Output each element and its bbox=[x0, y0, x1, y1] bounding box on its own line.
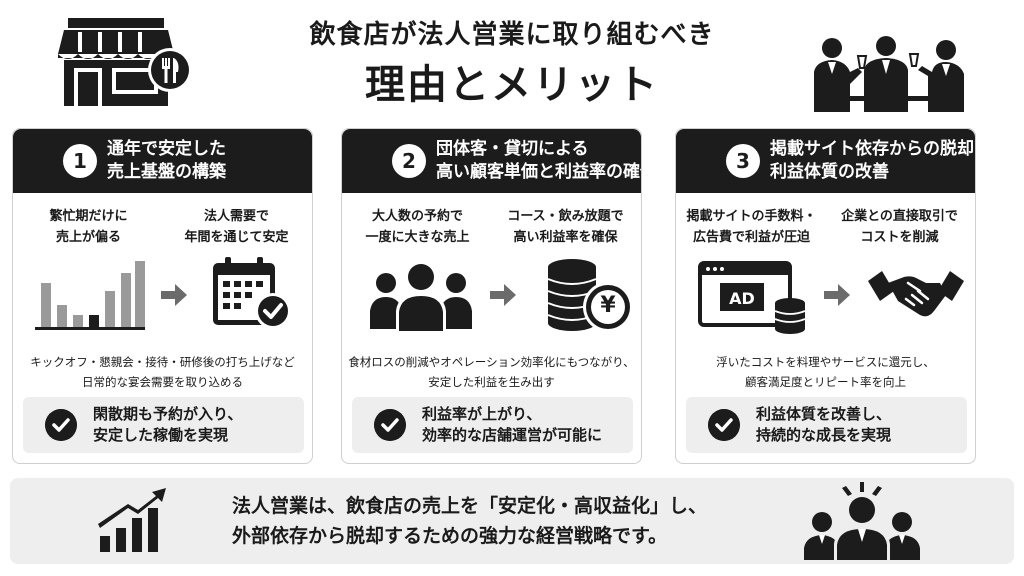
summary-text-line1: 法人営業は、飲食店の売上を「安定化・高収益化」し、 bbox=[232, 495, 708, 517]
card-heading: 掲載サイト依存からの脱却と 利益体質の改善 bbox=[770, 138, 976, 184]
benefit-box: 閑散期も予約が入り、 安定した稼働を実現 bbox=[23, 397, 304, 453]
problem-text: 大人数の予約で 一度に大きな売上 bbox=[350, 206, 485, 248]
card-heading: 団体客・貸切による 高い顧客単価と利益率の確保 bbox=[436, 138, 642, 184]
solution-text-line1: 法人需要で bbox=[203, 209, 269, 224]
problem-text: 掲載サイトの手数料・ 広告費で利益が圧迫 bbox=[684, 206, 819, 248]
checkmark-circle-icon bbox=[374, 409, 406, 441]
card-header: 1 通年で安定した 売上基盤の構築 bbox=[13, 129, 312, 193]
growth-chart-icon bbox=[98, 488, 166, 552]
benefit-box: 利益率が上がり、 効率的な店舗運営が可能に bbox=[352, 397, 633, 453]
card-header: 3 掲載サイト依存からの脱却と 利益体質の改善 bbox=[676, 129, 975, 193]
card-description-line1: 浮いたコストを料理やサービスに還元し、 bbox=[716, 355, 935, 369]
checkmark-circle-icon bbox=[45, 409, 77, 441]
group-people-icon bbox=[370, 262, 472, 331]
problem-text-line2: 広告費で利益が圧迫 bbox=[692, 230, 810, 245]
arrow-right-icon bbox=[824, 284, 850, 306]
solution-text: 法人需要で 年間を通じて安定 bbox=[169, 206, 304, 248]
page-title-line2: 理由とメリット bbox=[365, 62, 659, 108]
reason-card-2: 2 団体客・貸切による 高い顧客単価と利益率の確保 大人数の予約で 一度に大きな… bbox=[341, 128, 642, 464]
problem-text: 繁忙期だけに 売上が偏る bbox=[21, 206, 156, 248]
card-heading-line2: 高い顧客単価と利益率の確保 bbox=[436, 162, 642, 182]
card-description: キックオフ・懇親会・接待・研修後の打ち上げなど 日常的な宴会需要を取り込める bbox=[13, 352, 312, 392]
card-heading-line2: 売上基盤の構築 bbox=[107, 162, 226, 182]
benefit-text-line2: 安定した稼働を実現 bbox=[93, 426, 229, 444]
reason-card-3: 3 掲載サイト依存からの脱却と 利益体質の改善 掲載サイトの手数料・ 広告費で利… bbox=[675, 128, 976, 464]
problem-text-line1: 大人数の予約で bbox=[371, 209, 463, 224]
arrow-right-icon bbox=[161, 284, 187, 306]
problem-text-line1: 掲載サイトの手数料・ bbox=[686, 209, 817, 224]
reason-card-1: 1 通年で安定した 売上基盤の構築 繁忙期だけに 売上が偏る 法人需要で 年間を… bbox=[12, 128, 313, 464]
solution-text-line2: 高い利益率を確保 bbox=[513, 230, 618, 245]
summary-text-line2: 外部依存から脱却するための強力な経営戦略です。 bbox=[232, 525, 668, 547]
solution-text-line2: コストを削減 bbox=[860, 230, 939, 245]
solution-text-line1: コース・飲み放題で bbox=[507, 209, 624, 224]
checkmark-circle-icon bbox=[708, 409, 740, 441]
summary-text: 法人営業は、飲食店の売上を「安定化・高収益化」し、 外部依存から脱却するための強… bbox=[232, 491, 707, 551]
business-team-icon bbox=[804, 482, 920, 560]
benefit-box: 利益体質を改善し、 持続的な成長を実現 bbox=[686, 397, 967, 453]
solution-text-line2: 年間を通じて安定 bbox=[184, 230, 289, 245]
storefront-icon bbox=[58, 18, 192, 106]
problem-text-line2: 売上が偏る bbox=[55, 230, 121, 245]
card-description-line2: 顧客満足度とリピート率を向上 bbox=[745, 375, 906, 389]
benefit-text-line2: 効率的な店舗運営が可能に bbox=[422, 426, 603, 444]
yen-symbol: ¥ bbox=[600, 293, 616, 318]
card-number: 3 bbox=[726, 144, 760, 178]
calendar-check-icon bbox=[213, 257, 291, 329]
card-heading-line1: 掲載サイト依存からの脱却と bbox=[770, 139, 976, 159]
benefit-text-line1: 利益体質を改善し、 bbox=[756, 405, 892, 423]
business-toast-icon bbox=[814, 36, 964, 112]
solution-text-line1: 企業との直接取引で bbox=[841, 209, 958, 224]
summary-banner: 法人営業は、飲食店の売上を「安定化・高収益化」し、 外部依存から脱却するための強… bbox=[10, 478, 1014, 564]
card-description: 浮いたコストを料理やサービスに還元し、 顧客満足度とリピート率を向上 bbox=[676, 352, 975, 392]
solution-text: 企業との直接取引で コストを削減 bbox=[832, 206, 967, 248]
ad-browser-window-icon bbox=[698, 261, 806, 334]
card-header: 2 団体客・貸切による 高い顧客単価と利益率の確保 bbox=[342, 129, 641, 193]
page-title-line1: 飲食店が法人営業に取り組むべき bbox=[309, 20, 715, 50]
benefit-text: 利益体質を改善し、 持続的な成長を実現 bbox=[756, 404, 891, 446]
problem-text-line2: 一度に大きな売上 bbox=[365, 230, 470, 245]
arrow-right-icon bbox=[490, 284, 516, 306]
uneven-sales-bar-chart-icon bbox=[35, 261, 145, 330]
benefit-text-line1: 閑散期も予約が入り、 bbox=[93, 405, 243, 423]
card-description-line2: 安定した利益を生み出す bbox=[428, 375, 555, 389]
card-description: 食材ロスの削減やオペレーション効率化にもつながり、 安定した利益を生み出す bbox=[342, 352, 641, 392]
problem-text-line1: 繁忙期だけに bbox=[49, 209, 128, 224]
benefit-text: 利益率が上がり、 効率的な店舗運営が可能に bbox=[422, 404, 602, 446]
card-description-line1: キックオフ・懇親会・接待・研修後の打ち上げなど bbox=[30, 355, 295, 369]
card-heading-line1: 団体客・貸切による bbox=[436, 139, 589, 159]
card-description-line1: 食材ロスの削減やオペレーション効率化にもつながり、 bbox=[348, 355, 635, 369]
ad-label: AD bbox=[729, 289, 755, 308]
card-heading-line2: 利益体質の改善 bbox=[770, 162, 889, 182]
handshake-icon bbox=[868, 271, 964, 317]
card-number: 1 bbox=[63, 144, 97, 178]
solution-text: コース・飲み放題で 高い利益率を確保 bbox=[498, 206, 633, 248]
benefit-text-line1: 利益率が上がり、 bbox=[422, 405, 542, 423]
card-heading-line1: 通年で安定した bbox=[107, 139, 226, 159]
card-description-line2: 日常的な宴会需要を取り込める bbox=[82, 375, 243, 389]
card-number: 2 bbox=[392, 144, 426, 178]
benefit-text: 閑散期も予約が入り、 安定した稼働を実現 bbox=[93, 404, 242, 446]
benefit-text-line2: 持続的な成長を実現 bbox=[756, 426, 892, 444]
card-heading: 通年で安定した 売上基盤の構築 bbox=[107, 138, 226, 184]
coin-stack-yen-icon bbox=[547, 259, 633, 332]
